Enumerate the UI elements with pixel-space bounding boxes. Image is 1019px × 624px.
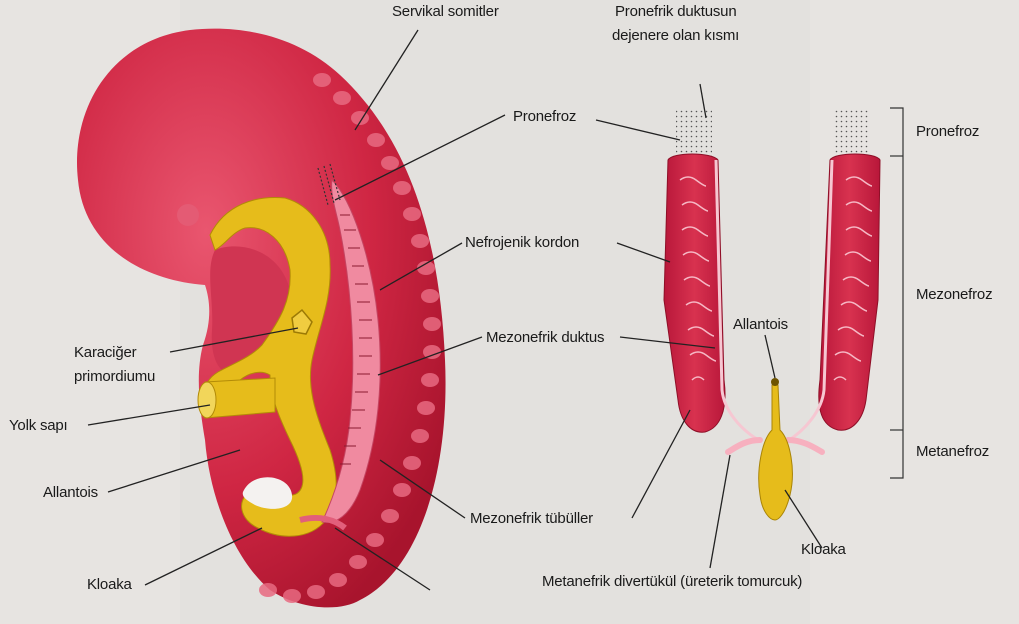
- eye-bump: [177, 204, 199, 226]
- label-bracket-metanefroz: Metanefroz: [916, 442, 989, 461]
- label-metanefrik-divertukul: Metanefrik divertükül (üreterik tomurcuk…: [542, 572, 802, 591]
- label-pronefrik-duktus-line1: Pronefrik duktusun: [615, 2, 736, 21]
- label-mezonefrik-duktus: Mezonefrik duktus: [486, 328, 604, 347]
- label-bracket-mezonefroz: Mezonefroz: [916, 285, 992, 304]
- label-pronefrik-duktus-line2: dejenere olan kısmı: [612, 26, 739, 45]
- label-kloaka-left: Kloaka: [87, 575, 132, 594]
- label-nefrojenik-kordon: Nefrojenik kordon: [465, 233, 579, 252]
- label-kloaka-right: Kloaka: [801, 540, 846, 559]
- label-bracket-pronefroz: Pronefroz: [916, 122, 979, 141]
- label-allantois-left: Allantois: [43, 483, 98, 502]
- pronephros-remnant-left: [676, 108, 712, 156]
- label-mezonefrik-tubuller: Mezonefrik tübüller: [470, 509, 593, 528]
- label-karaciger-line2: primordiumu: [74, 367, 155, 386]
- yolk-stalk-cut: [198, 382, 216, 418]
- label-pronefroz: Pronefroz: [513, 107, 576, 126]
- label-yolk-sapi: Yolk sapı: [9, 416, 68, 435]
- label-karaciger-line1: Karaciğer: [74, 343, 136, 362]
- label-servikal-somitler: Servikal somitler: [392, 2, 499, 21]
- pronephros-remnant-right: [834, 108, 870, 156]
- label-allantois-right: Allantois: [733, 315, 788, 334]
- allantois-tip: [771, 378, 779, 386]
